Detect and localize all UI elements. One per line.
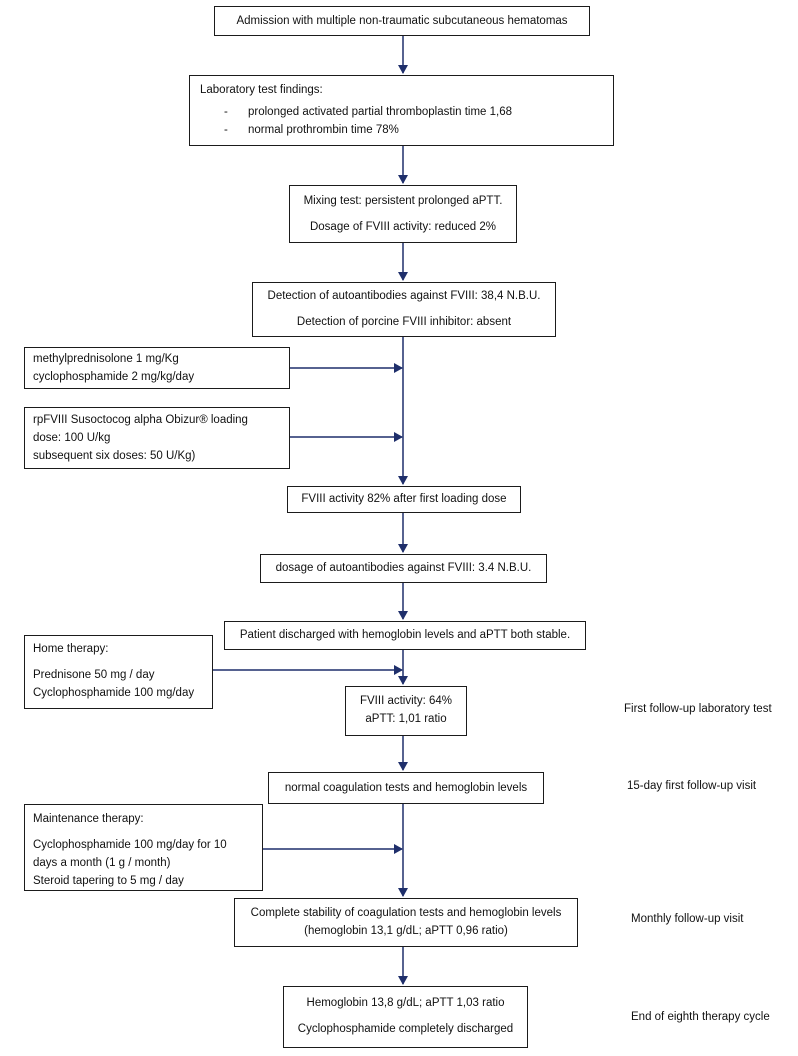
fviii-activity-82-text: FVIII activity 82% after first loading d…: [301, 493, 507, 505]
mixing-test-line: Mixing test: persistent prolonged aPTT.: [303, 195, 503, 207]
cyclophosphamide-line: cyclophosphamide 2 mg/kg/day: [33, 371, 195, 383]
maintenance-item: Cyclophosphamide 100 mg/day for 10: [33, 839, 227, 851]
maintenance-item: days a month (1 g / month): [33, 857, 171, 869]
stability-values-line: (hemoglobin 13,1 g/dL; aPTT 0,96 ratio): [304, 925, 508, 937]
laboratory-findings-box: Laboratory test findings: prolonged acti…: [189, 75, 614, 146]
subsequent-doses-line: subsequent six doses: 50 U/Kg): [33, 450, 196, 462]
milestone-monthly-visit: Monthly follow-up visit: [631, 913, 744, 925]
fviii-activity-64-line: FVIII activity: 64%: [359, 695, 453, 707]
rpfviii-line: rpFVIII Susoctocog alpha Obizur® loading: [33, 414, 248, 426]
complete-stability-box: Complete stability of coagulation tests …: [234, 898, 578, 947]
first-followup-results-box: FVIII activity: 64% aPTT: 1,01 ratio: [345, 686, 467, 736]
normal-coagulation-text: normal coagulation tests and hemoglobin …: [284, 782, 528, 794]
fviii-dosage-line: Dosage of FVIII activity: reduced 2%: [309, 221, 496, 233]
patient-discharged-box: Patient discharged with hemoglobin level…: [224, 621, 586, 650]
lab-title: Laboratory test findings:: [200, 84, 323, 96]
lab-finding-item: prolonged activated partial thromboplast…: [200, 103, 603, 121]
rpfviii-therapy-box: rpFVIII Susoctocog alpha Obizur® loading…: [24, 407, 290, 469]
cyclophosphamide-discharged-line: Cyclophosphamide completely discharged: [297, 1023, 514, 1035]
milestone-first-lab: First follow-up laboratory test: [624, 703, 772, 715]
loading-dose-line: dose: 100 U/kg: [33, 432, 111, 444]
aptt-101-line: aPTT: 1,01 ratio: [365, 713, 447, 725]
methylprednisolone-line: methylprednisolone 1 mg/Kg: [33, 353, 179, 365]
lab-findings-list: prolonged activated partial thromboplast…: [200, 103, 603, 139]
cyclophosphamide-home-line: Cyclophosphamide 100 mg/day: [33, 687, 195, 699]
final-values-line: Hemoglobin 13,8 g/dL; aPTT 1,03 ratio: [306, 997, 505, 1009]
fviii-activity-82-box: FVIII activity 82% after first loading d…: [287, 486, 521, 513]
lab-finding-item: normal prothrombin time 78%: [200, 121, 603, 139]
autoantibody-detection-line: Detection of autoantibodies against FVII…: [267, 290, 541, 302]
maintenance-item: Steroid tapering to 5 mg / day: [33, 875, 184, 887]
home-therapy-title: Home therapy:: [33, 643, 109, 655]
maintenance-therapy-box: Maintenance therapy: Cyclophosphamide 10…: [24, 804, 263, 891]
mixing-test-box: Mixing test: persistent prolonged aPTT. …: [289, 185, 517, 243]
patient-discharged-text: Patient discharged with hemoglobin level…: [239, 629, 571, 641]
autoantibody-dosage-text: dosage of autoantibodies against FVIII: …: [275, 562, 532, 574]
maintenance-therapy-title: Maintenance therapy:: [33, 813, 144, 825]
final-results-box: Hemoglobin 13,8 g/dL; aPTT 1,03 ratio Cy…: [283, 986, 528, 1048]
milestone-15-day-visit: 15-day first follow-up visit: [627, 780, 757, 792]
prednisone-line: Prednisone 50 mg / day: [33, 669, 155, 681]
steroid-therapy-box: methylprednisolone 1 mg/Kg cyclophospham…: [24, 347, 290, 389]
autoantibody-dosage-box: dosage of autoantibodies against FVIII: …: [260, 554, 547, 583]
porcine-inhibitor-line: Detection of porcine FVIII inhibitor: ab…: [296, 316, 512, 328]
milestone-end-cycle: End of eighth therapy cycle: [631, 1011, 770, 1023]
admission-text: Admission with multiple non-traumatic su…: [236, 15, 568, 27]
normal-coagulation-box: normal coagulation tests and hemoglobin …: [268, 772, 544, 804]
admission-box: Admission with multiple non-traumatic su…: [214, 6, 590, 36]
home-therapy-box: Home therapy: Prednisone 50 mg / day Cyc…: [24, 635, 213, 709]
complete-stability-line: Complete stability of coagulation tests …: [250, 907, 562, 919]
autoantibody-detection-box: Detection of autoantibodies against FVII…: [252, 282, 556, 337]
